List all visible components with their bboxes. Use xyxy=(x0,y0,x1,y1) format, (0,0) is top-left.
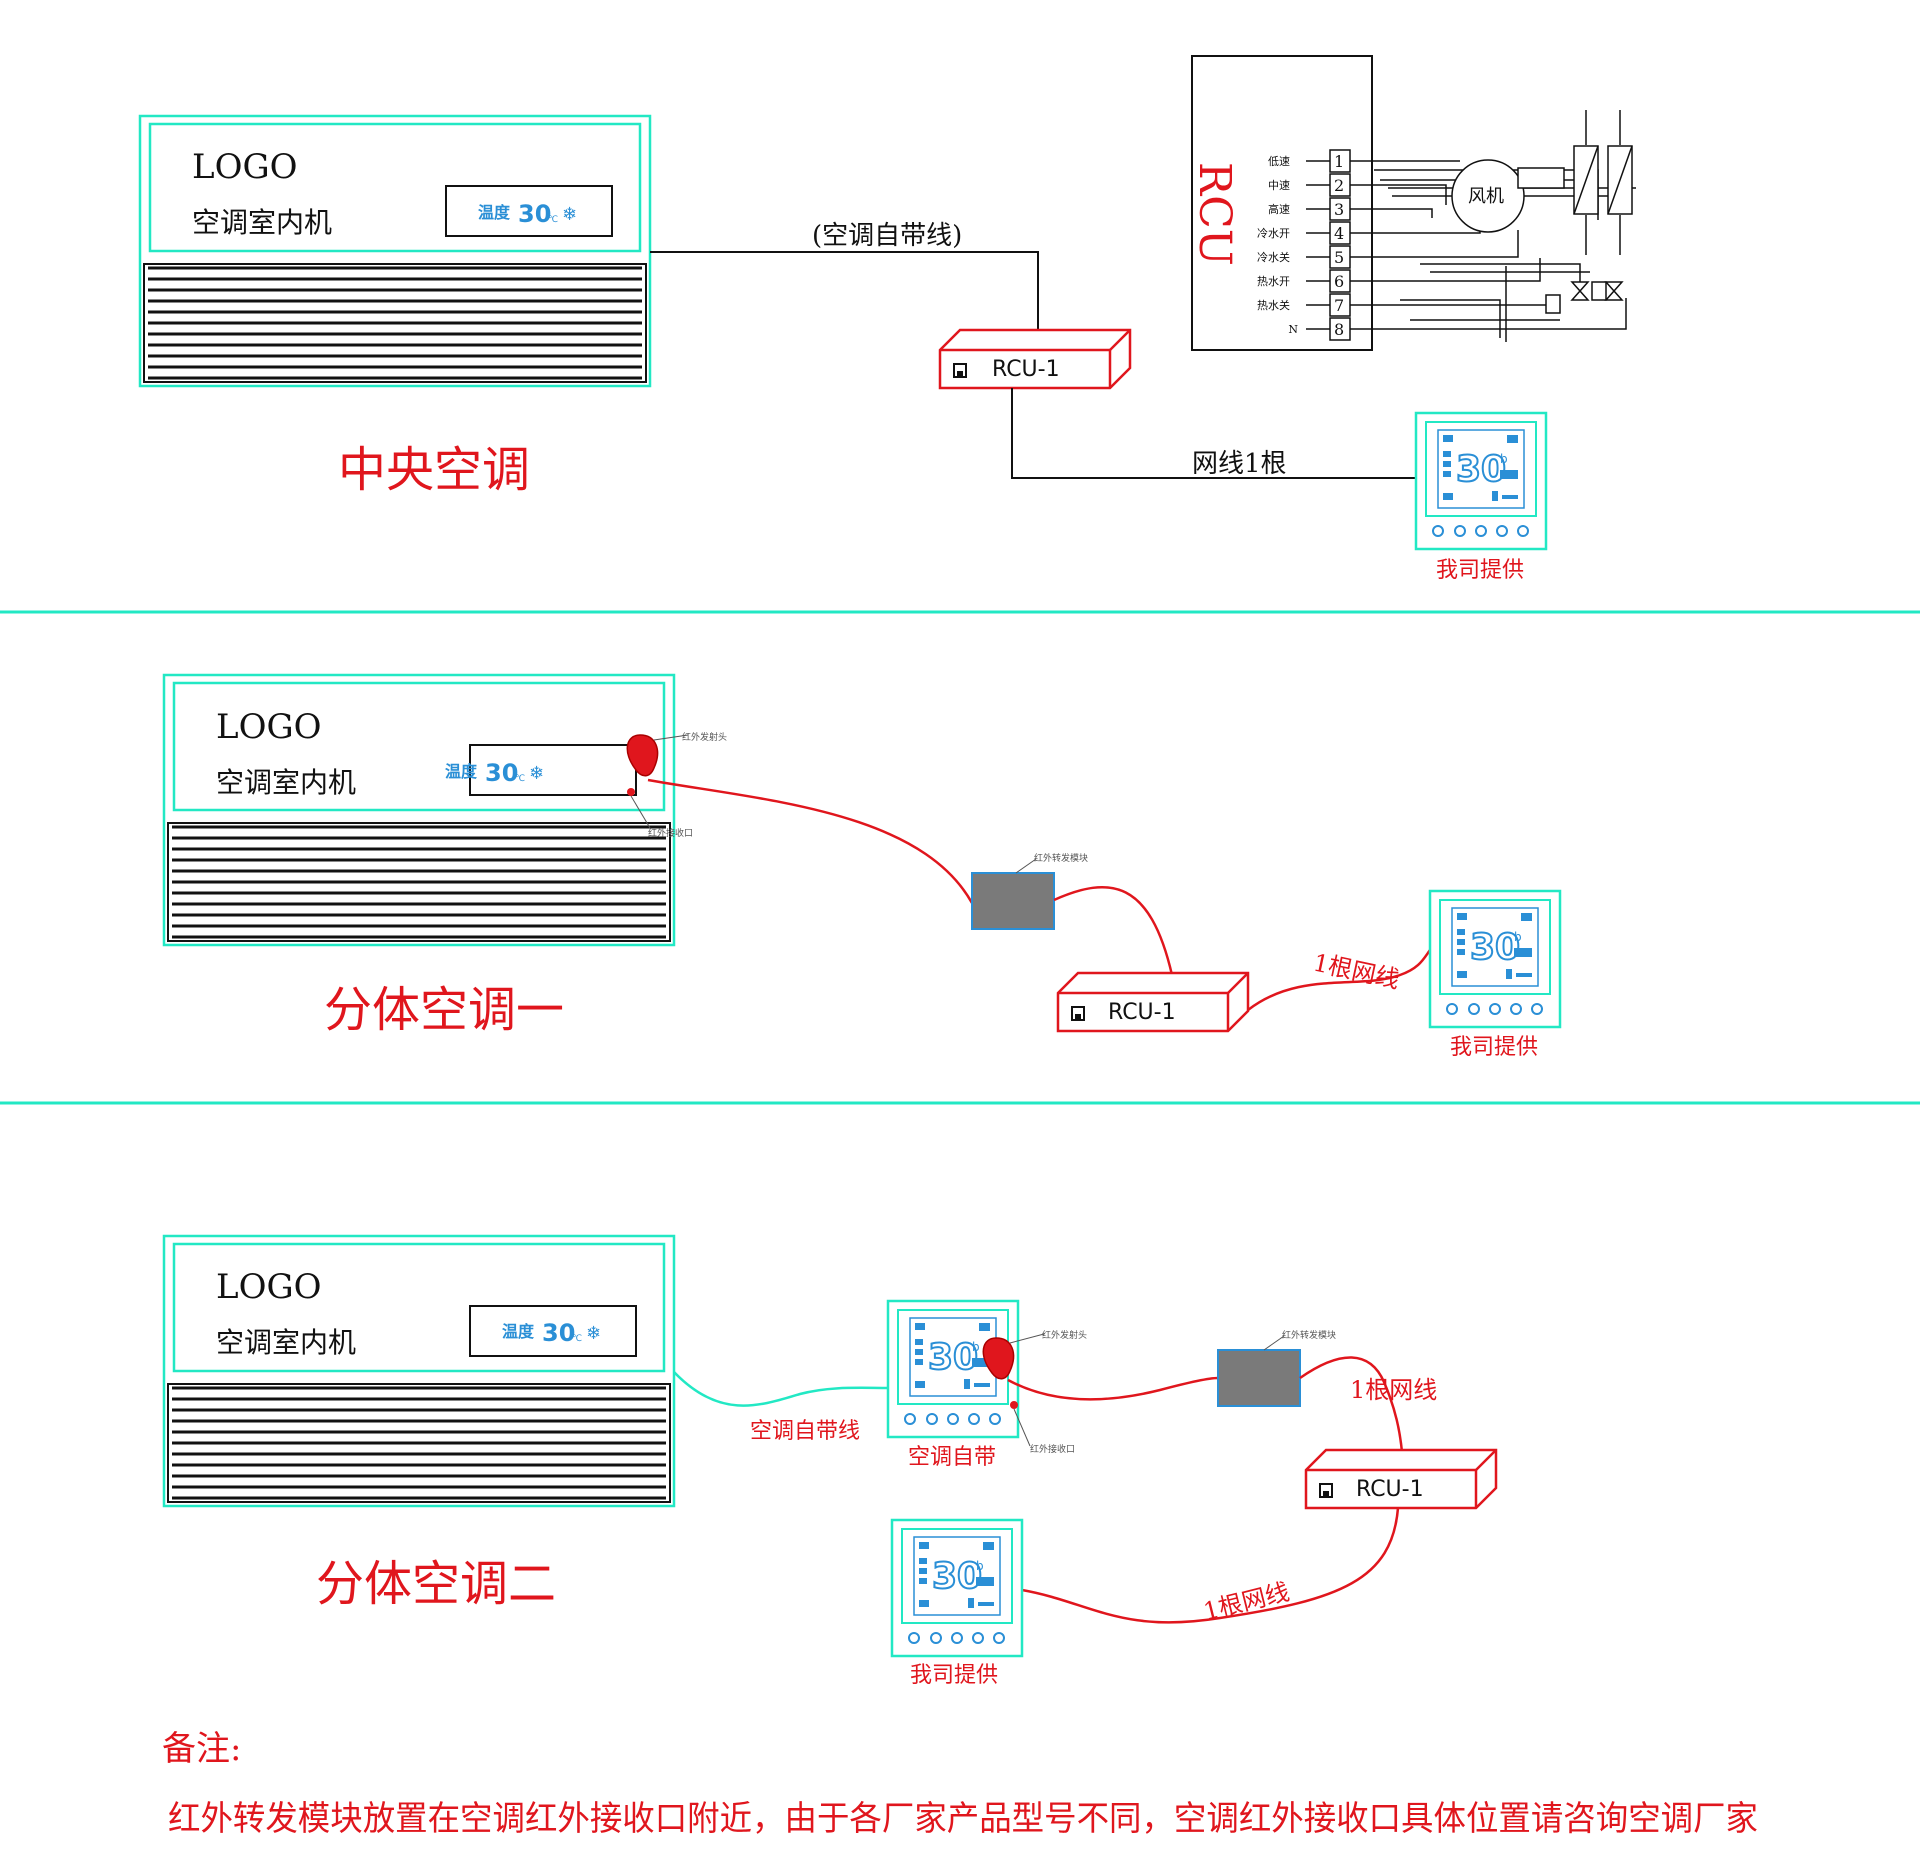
section2-title: 分体空调一 xyxy=(324,982,564,1038)
ir-module-label-1: 红外转发模块 xyxy=(1034,852,1088,864)
net-label-3a: 1根网线 xyxy=(1350,1376,1437,1404)
terminal-block: 1 2 3 4 5 6 7 8 低速 中速 高速 冷水开 冷水关 热水开 热水关… xyxy=(1257,149,1351,341)
rcu-label-3: RCU-1 xyxy=(1356,1477,1424,1502)
display-unit-3: ℃ xyxy=(572,1334,582,1344)
terminal-num-3: 3 xyxy=(1334,200,1344,219)
display-unit: ℃ xyxy=(548,215,558,225)
display-value-3: 30 xyxy=(542,1319,575,1347)
terminal-label-7: 热水关 xyxy=(1257,298,1290,312)
terminal-num-7: 7 xyxy=(1334,296,1344,315)
terminal-label-2: 中速 xyxy=(1268,179,1290,192)
indoor-name: 空调室内机 xyxy=(192,206,332,239)
section-central-ac: LOGO 空调室内机 温度 30 ℃ ❄ (空调自带线) RCU-1 网线1根 … xyxy=(138,55,1636,583)
ir-receiver-label-1: 红外接收口 xyxy=(648,827,693,839)
cable-label: (空调自带线) xyxy=(812,221,962,251)
cable-label-3: 空调自带线 xyxy=(750,1419,860,1444)
ir-emitter-icon-2 xyxy=(982,1337,1015,1380)
net-label-1: 网线1根 xyxy=(1192,449,1287,479)
rcu-panel-title: RCU xyxy=(1189,162,1240,266)
terminal-num-4: 4 xyxy=(1334,224,1344,243)
snowflake-icon-3: ❄ xyxy=(586,1323,601,1344)
ir-emitter-label-1: 红外发射头 xyxy=(682,731,727,743)
snowflake-icon-2: ❄ xyxy=(529,763,544,784)
rcu-label-1: RCU-1 xyxy=(992,357,1060,382)
display-label-2: 温度 xyxy=(444,762,478,781)
terminal-label-4: 冷水开 xyxy=(1257,227,1290,240)
terminal-label-5: 冷水关 xyxy=(1257,250,1290,264)
terminal-num-5: 5 xyxy=(1334,248,1344,267)
section1-title: 中央空调 xyxy=(338,442,530,498)
terminal-label-3: 高速 xyxy=(1268,202,1290,216)
display-unit-2: ℃ xyxy=(515,774,525,784)
ir-emitter-icon-1 xyxy=(626,734,659,777)
terminal-label-6: 热水开 xyxy=(1257,275,1290,288)
indoor-logo: LOGO xyxy=(192,147,298,187)
rcu-label-2: RCU-1 xyxy=(1108,1000,1176,1025)
indoor-logo-2: LOGO xyxy=(216,707,322,747)
display-value: 30 xyxy=(518,200,551,228)
indoor-logo-3: LOGO xyxy=(216,1267,322,1307)
terminal-num-2: 2 xyxy=(1334,176,1344,195)
ir-receiver-icon-1 xyxy=(627,788,635,796)
ir-module-1 xyxy=(971,872,1055,930)
ir-module-label-2: 红外转发模块 xyxy=(1282,1329,1336,1341)
thermostat-caption-1: 我司提供 xyxy=(1436,558,1524,583)
indoor-name-3: 空调室内机 xyxy=(216,1326,356,1359)
ir-emitter-label-2: 红外发射头 xyxy=(1042,1329,1087,1341)
ir-receiver-icon-2 xyxy=(1010,1401,1018,1409)
notes-title: 备注: xyxy=(162,1729,241,1769)
section-split-ac-1: LOGO 空调室内机 温度 30 ℃ ❄ 红外发射头 红外接收口 红外转发模块 … xyxy=(162,673,1562,1060)
terminal-num-1: 1 xyxy=(1334,152,1344,171)
section3-title: 分体空调二 xyxy=(316,1556,556,1612)
own-panel-caption: 空调自带 xyxy=(908,1445,996,1470)
net-label-2: 1根网线 xyxy=(1311,948,1402,994)
thermostat-2 xyxy=(1428,889,1562,1029)
notes-text: 红外转发模块放置在空调红外接收口附近，由于各厂家产品型号不同，空调红外接收口具体… xyxy=(168,1799,1758,1839)
display-value-2: 30 xyxy=(485,759,518,787)
terminal-label-8: N xyxy=(1288,323,1298,336)
display-label-3: 温度 xyxy=(501,1322,535,1341)
thermostat-caption-3: 我司提供 xyxy=(910,1663,998,1688)
snowflake-icon: ❄ xyxy=(562,204,577,225)
indoor-name-2: 空调室内机 xyxy=(216,766,356,799)
ir-module-2 xyxy=(1217,1349,1301,1407)
rcu-wiring-panel: RCU 1 xyxy=(1189,55,1636,351)
terminal-num-6: 6 xyxy=(1334,272,1344,291)
display-label: 温度 xyxy=(477,203,511,222)
fan-label: 风机 xyxy=(1468,186,1504,207)
ir-receiver-label-2: 红外接收口 xyxy=(1030,1443,1075,1455)
terminal-label-1: 低速 xyxy=(1268,155,1290,168)
section-split-ac-2: LOGO 空调室内机 温度 30 ℃ ❄ 空调自带线 空调自带 红外发射头 红外… xyxy=(162,1234,1498,1688)
thermostat-3 xyxy=(890,1518,1024,1658)
net-label-3b: 1根网线 xyxy=(1201,1578,1292,1626)
thermostat-1 xyxy=(1414,411,1548,551)
thermostat-caption-2: 我司提供 xyxy=(1450,1035,1538,1060)
terminal-num-8: 8 xyxy=(1334,320,1344,339)
